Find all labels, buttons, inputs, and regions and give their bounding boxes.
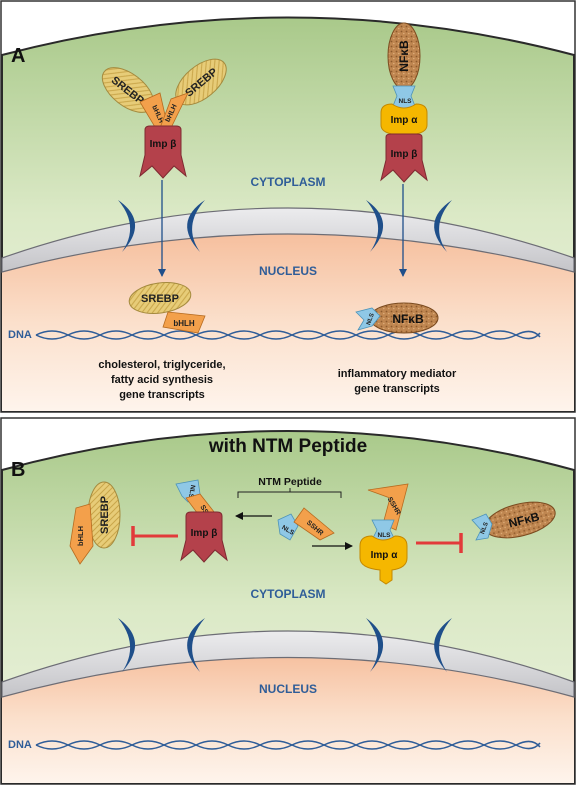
- dna-label: DNA: [8, 329, 32, 341]
- nfkb-importin-complex: NFκB NLS Imp α Imp β: [380, 22, 428, 183]
- imp-alpha-label: Imp α: [371, 550, 399, 561]
- nucleus-region: [2, 640, 574, 783]
- dna-strand-2: [35, 330, 541, 340]
- free-nfkb: NFκB NLS: [471, 501, 556, 541]
- nls-signal: [277, 513, 299, 541]
- imp-beta-ntm-complex: NLS SSHR Imp β: [175, 479, 228, 563]
- srebp-protein: [128, 282, 192, 314]
- free-srebp: SREBP bHLH: [69, 481, 121, 565]
- ntm-bracket: [237, 488, 342, 498]
- nfkb-label: NFκB: [397, 40, 411, 72]
- nuclear-pore-left: [118, 200, 205, 252]
- bhlh-label: bHLH: [76, 526, 85, 546]
- imp-beta-label: Imp β: [191, 528, 218, 539]
- caption-line: fatty acid synthesis: [111, 374, 213, 386]
- nucleus-region: [2, 216, 574, 411]
- imp-beta-protein: [180, 511, 228, 563]
- panel-label: A: [11, 45, 25, 67]
- imp-beta-protein: [380, 133, 428, 183]
- bhlh-domain: [69, 503, 94, 565]
- nls-label: NLS: [187, 484, 196, 499]
- nuclear-pore-right: [366, 618, 452, 672]
- cytoplasm-label: CYTOPLASM: [250, 175, 325, 189]
- imp-beta-label: Imp β: [391, 149, 418, 160]
- nuclear-srebp: SREBP bHLH: [128, 282, 206, 334]
- caption-line: gene transcripts: [119, 389, 205, 401]
- panel-label: B: [11, 459, 25, 481]
- imp-alpha-ntm-complex: SSHR NLS Imp α: [359, 483, 409, 585]
- nuclear-pore-right: [366, 200, 452, 252]
- sshr-domain: [293, 507, 335, 541]
- nuclear-nfkb: NFκB NLS: [355, 302, 439, 334]
- panel-b: B with NTM Peptide CYTOPLASM NUCLEUS SRE…: [0, 417, 576, 785]
- dna-label: DNA: [8, 739, 32, 751]
- nls-label: NLS: [366, 313, 376, 326]
- bhlh-label: bHLH: [173, 319, 195, 328]
- cytoplasm-label: CYTOPLASM: [250, 587, 325, 601]
- nls-signal: [471, 513, 493, 541]
- nucleus-label: NUCLEUS: [259, 264, 317, 278]
- bhlh-domain: [162, 311, 206, 334]
- nfkb-label: NFκB: [392, 312, 424, 326]
- dna-strand-2: [35, 740, 541, 750]
- caption-line: cholesterol, triglyceride,: [98, 359, 225, 371]
- srebp-label: SREBP: [99, 496, 111, 534]
- nls-label: NLS: [399, 98, 413, 105]
- imp-alpha-protein: [359, 535, 408, 585]
- caption-line: inflammatory mediator: [338, 368, 457, 380]
- ntm-peptide-label: NTM Peptide: [258, 476, 322, 488]
- ntm-peptide: NTM Peptide NLS SSHR: [237, 476, 342, 541]
- srebp-importin-complex: SREBP SREBP bHLH bHLH Imp β: [101, 58, 227, 179]
- caption-line: gene transcripts: [354, 383, 440, 395]
- nuclear-pore-left: [118, 618, 205, 672]
- nfkb-targets-caption: inflammatory mediator gene transcripts: [338, 368, 457, 395]
- imp-alpha-label: Imp α: [391, 115, 419, 126]
- panel-a: A CYTOPLASM NUCLEUS SREBP SREBP bHLH bHL…: [0, 0, 576, 413]
- imp-beta-protein: [139, 125, 187, 179]
- imp-beta-label: Imp β: [150, 139, 177, 150]
- nucleus-label: NUCLEUS: [259, 682, 317, 696]
- nls-label: NLS: [480, 522, 490, 535]
- inhibition-symbol-right: [416, 533, 463, 553]
- srebp-targets-caption: cholesterol, triglyceride, fatty acid sy…: [98, 359, 225, 401]
- srebp-label: SREBP: [141, 293, 179, 305]
- inhibition-symbol-left: [131, 526, 178, 546]
- panel-title: with NTM Peptide: [208, 436, 367, 457]
- nls-signal: [355, 307, 381, 331]
- nls-label: NLS: [378, 532, 392, 539]
